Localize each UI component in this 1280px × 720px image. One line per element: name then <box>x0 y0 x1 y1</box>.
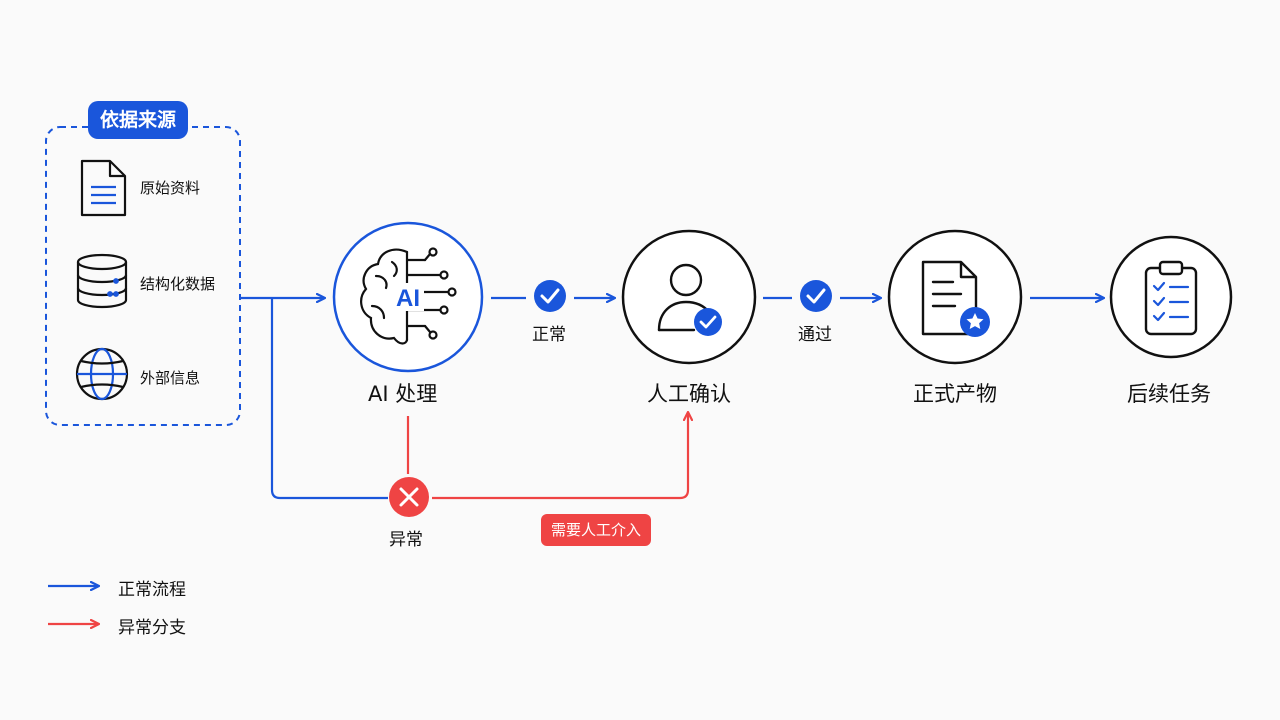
node-confirm-circle <box>621 229 757 365</box>
ai-text-backdrop <box>390 283 424 311</box>
source-item-label: 外部信息 <box>140 369 201 387</box>
node-output-circle <box>887 229 1023 365</box>
database-icon <box>76 253 128 309</box>
sources-title-badge: 依据来源 <box>88 101 189 139</box>
source-item-label: 原始资料 <box>140 179 201 197</box>
close-icon-exception <box>389 477 429 517</box>
globe-icon <box>75 347 129 401</box>
node-next-circle <box>1109 235 1233 359</box>
document-star-icon <box>921 260 990 337</box>
manual-intervention-badge: 需要人工介入 <box>541 514 652 546</box>
user-check-icon <box>657 263 722 336</box>
edge-exception-to-confirm <box>432 413 688 500</box>
edge-sources-to-exception <box>270 298 388 500</box>
edge-label-passed: 通过 <box>798 325 832 345</box>
check-icon-normal <box>534 280 566 312</box>
check-icon-passed <box>800 280 832 312</box>
ai-icon-text: AI <box>396 285 420 312</box>
legend-label-exception: 异常分支 <box>118 618 186 638</box>
source-item-label: 结构化数据 <box>140 275 216 293</box>
node-label-ai: AI 处理 <box>368 382 438 406</box>
edge-label-exception: 异常 <box>389 530 423 550</box>
node-label-next: 后续任务 <box>1127 382 1211 406</box>
clipboard-checklist-icon <box>1144 260 1198 336</box>
edge-label-normal: 正常 <box>532 325 566 345</box>
node-label-confirm: 人工确认 <box>647 382 731 406</box>
document-icon <box>80 159 127 217</box>
legend-label-normal: 正常流程 <box>118 580 186 600</box>
node-label-output: 正式产物 <box>913 382 997 406</box>
